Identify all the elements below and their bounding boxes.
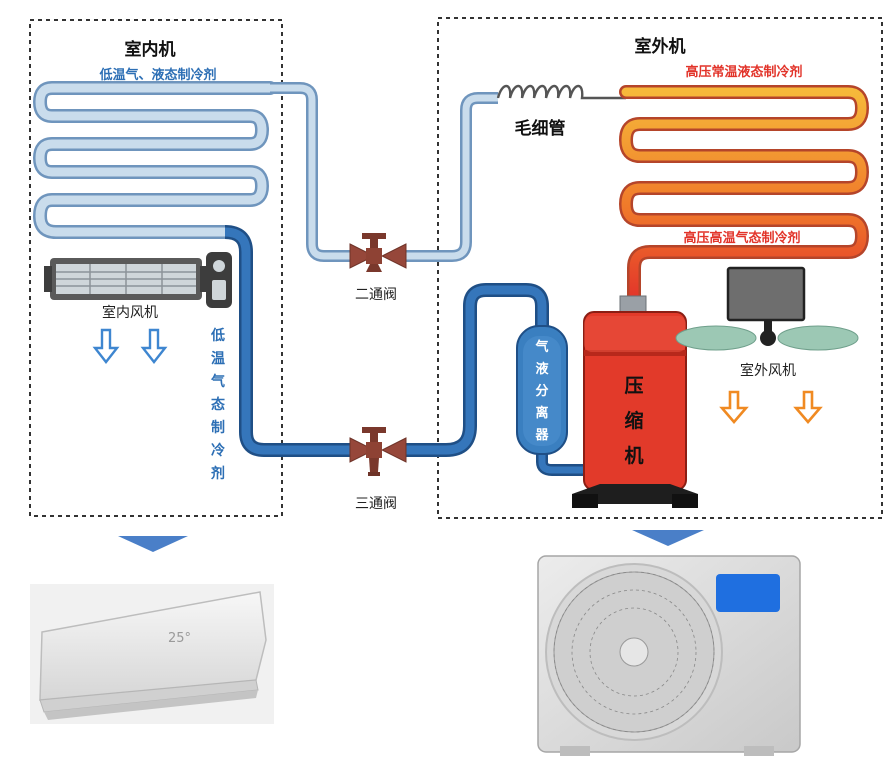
separator-outlet (538, 452, 590, 474)
indoor-pipe-label-char: 态 (211, 396, 225, 413)
indoor-title: 室内机 (125, 39, 176, 60)
indoor-liquid-pipe (270, 84, 352, 260)
indoor-coil-outline (33, 81, 277, 239)
separator-label-char: 气 (535, 339, 548, 355)
indoor-pipe-label-char: 气 (210, 373, 225, 390)
indoor-fan (44, 252, 232, 308)
separator-label-char: 液 (535, 361, 548, 377)
compressor-label-char: 缩 (624, 409, 643, 432)
indoor-pipe-label-char: 冷 (211, 442, 225, 459)
outdoor-coil-top-label: 高压常温液态制冷剂 (685, 64, 802, 80)
indoor-ac-photo: 25° (30, 584, 274, 724)
outdoor-unit-panel (716, 574, 780, 612)
compressor-label: 压 缩 机 (624, 375, 643, 467)
indoor-pipe-label-char: 低 (210, 327, 225, 344)
indoor-coil (35, 83, 275, 237)
outdoor-title: 室外机 (635, 36, 686, 57)
indoor-gas-pipe (224, 227, 352, 455)
outdoor-down-arrow (632, 530, 704, 546)
indoor-ac-display: 25° (168, 631, 191, 646)
two-way-valve (349, 233, 407, 272)
indoor-coil-label: 低温气、液态制冷剂 (98, 67, 216, 83)
indoor-down-arrow (118, 536, 188, 552)
three-way-valve-label: 三通阀 (355, 496, 397, 512)
indoor-air-arrows (92, 328, 168, 364)
indoor-pipe-label-char: 剂 (211, 465, 225, 482)
gas-liquid-separator (516, 325, 568, 455)
indoor-fan-label: 室内风机 (102, 304, 158, 321)
compressor-label-char: 机 (624, 445, 643, 467)
indoor-pipe-label: 低 温 气 态 制 冷 剂 (210, 327, 225, 482)
outdoor-coil (621, 87, 867, 305)
outdoor-unit-photo (537, 555, 801, 756)
outdoor-air-arrows (719, 390, 823, 424)
compressor (572, 295, 698, 508)
indoor-pipe-label-char: 温 (211, 351, 225, 367)
capillary-tube (496, 84, 626, 100)
liquid-pipe (404, 94, 498, 260)
liquid-pipe-outline (404, 92, 498, 262)
separator-label: 气 液 分 离 器 (534, 339, 549, 443)
outdoor-fan-label: 室外风机 (740, 362, 796, 379)
separator-label-char: 分 (535, 383, 548, 399)
outdoor-coil-bottom-label: 高压高温气态制冷剂 (683, 230, 800, 246)
indoor-pipe-label-char: 制 (211, 419, 225, 436)
suction-pipe (404, 285, 547, 455)
separator-label-char: 器 (534, 428, 549, 443)
three-way-valve (349, 427, 407, 476)
outdoor-fan-motor (726, 266, 806, 322)
two-way-valve-label: 二通阀 (355, 287, 397, 303)
capillary-label: 毛细管 (515, 118, 566, 139)
indoor-unit-box (29, 19, 283, 517)
separator-label-char: 离 (535, 405, 548, 421)
outdoor-fan (675, 266, 859, 351)
compressor-label-char: 压 (624, 375, 643, 397)
